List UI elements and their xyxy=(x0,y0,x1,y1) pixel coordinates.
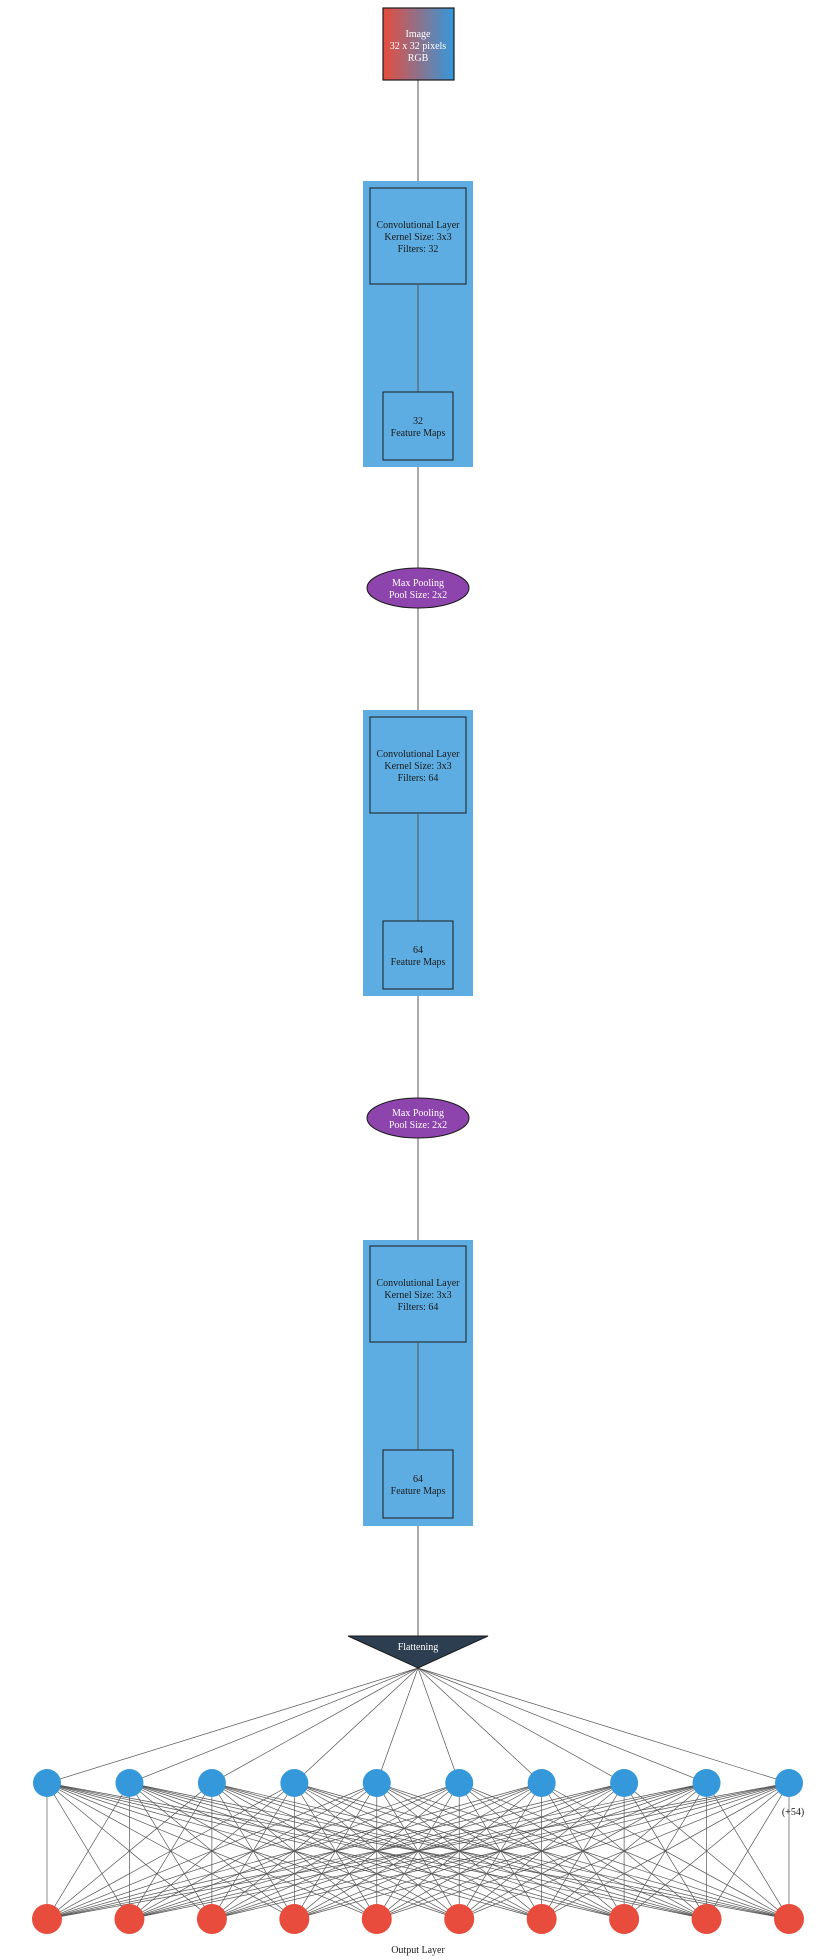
dense-node-2 xyxy=(115,1769,144,1797)
conv-layer-3-node xyxy=(369,1245,467,1343)
input-image-box xyxy=(382,7,455,81)
output-node-1 xyxy=(32,1904,62,1934)
conv-layer-3-title: Convolutional Layer xyxy=(376,1278,460,1289)
flattening-label: Flattening xyxy=(398,1642,439,1653)
conv-layer-2-kernel: Kernel Size: 3x3 xyxy=(384,761,451,772)
output-node-9 xyxy=(691,1904,722,1934)
dense-to-output-edge xyxy=(541,1782,790,1920)
feature-maps-2-label: Feature Maps xyxy=(391,957,446,968)
flatten-to-dense-edge xyxy=(417,1667,707,1784)
dense-node-5 xyxy=(362,1769,391,1797)
flatten-to-dense-edge xyxy=(376,1667,419,1784)
input-size: 32 x 32 pixels xyxy=(390,41,446,52)
flatten-to-dense-edge xyxy=(417,1667,460,1784)
output-node-7 xyxy=(526,1904,557,1934)
max-pooling-2-node: Max Pooling Pool Size: 2x2 xyxy=(366,1097,470,1139)
dense-more-count-label: (+54) xyxy=(782,1807,804,1818)
dense-to-output-edge xyxy=(46,1782,460,1920)
output-node-5 xyxy=(361,1904,392,1934)
dense-to-output-edge xyxy=(46,1782,295,1920)
conv-layer-1-filters: Filters: 32 xyxy=(398,244,439,255)
max-pooling-1-ellipse xyxy=(366,567,470,609)
conv-layer-1-kernel: Kernel Size: 3x3 xyxy=(384,232,451,243)
dense-to-output-edge xyxy=(376,1782,790,1920)
dense-to-output-edge xyxy=(623,1782,790,1920)
output-node-10 xyxy=(774,1904,804,1934)
dense-node-7 xyxy=(527,1769,556,1797)
dense-to-output-edge xyxy=(459,1782,790,1920)
feature-maps-3-node xyxy=(382,1449,454,1519)
flatten-to-dense-edge xyxy=(211,1667,419,1784)
output-layer xyxy=(32,1904,804,1934)
dense-node-10 xyxy=(775,1769,803,1797)
output-layer-label: Output Layer xyxy=(391,1945,445,1956)
output-node-6 xyxy=(444,1904,475,1934)
dense-to-output-edge xyxy=(46,1782,707,1920)
dense-node-4 xyxy=(280,1769,309,1797)
dense-to-output-edge xyxy=(46,1782,790,1920)
conv-layer-3-filters: Filters: 64 xyxy=(398,1302,439,1313)
output-node-2 xyxy=(114,1904,145,1934)
dense-to-output-edge xyxy=(46,1782,377,1920)
max-pooling-2-size: Pool Size: 2x2 xyxy=(389,1120,447,1131)
max-pooling-1-title: Max Pooling xyxy=(392,578,444,589)
flatten-to-dense-edge xyxy=(417,1667,625,1784)
dense-layer xyxy=(33,1769,803,1797)
dense-node-6 xyxy=(445,1769,474,1797)
flatten-to-dense-edge xyxy=(417,1667,542,1784)
dense-to-output-edge xyxy=(129,1782,790,1920)
conv-block-2: Convolutional Layer Kernel Size: 3x3 Fil… xyxy=(363,710,473,996)
fully-connected-edges xyxy=(46,1667,790,1920)
max-pooling-1-node: Max Pooling Pool Size: 2x2 xyxy=(366,567,470,609)
conv-layer-2-title: Convolutional Layer xyxy=(376,749,460,760)
max-pooling-1-size: Pool Size: 2x2 xyxy=(389,590,447,601)
dense-to-output-edge xyxy=(706,1782,790,1920)
max-pooling-2-title: Max Pooling xyxy=(392,1108,444,1119)
max-pooling-2-ellipse xyxy=(366,1097,470,1139)
feature-maps-3-label: Feature Maps xyxy=(391,1486,446,1497)
output-node-3 xyxy=(196,1904,227,1934)
conv-layer-2-filters: Filters: 64 xyxy=(398,773,439,784)
conv-layer-3-kernel: Kernel Size: 3x3 xyxy=(384,1290,451,1301)
flatten-to-dense-edge xyxy=(294,1667,419,1784)
feature-maps-1-node xyxy=(382,391,454,461)
dense-to-output-edge xyxy=(294,1782,790,1920)
conv-block-1: Convolutional Layer Kernel Size: 3x3 Fil… xyxy=(363,181,473,467)
output-node-4 xyxy=(279,1904,310,1934)
dense-to-output-edge xyxy=(46,1782,625,1920)
conv-layer-1-node xyxy=(369,187,467,285)
flatten-to-dense-edge xyxy=(129,1667,419,1784)
feature-maps-3-count: 64 xyxy=(413,1474,423,1485)
dense-to-output-edge xyxy=(46,1782,130,1920)
dense-node-9 xyxy=(692,1769,721,1797)
dense-node-8 xyxy=(610,1769,639,1797)
conv-layer-1-title: Convolutional Layer xyxy=(376,220,460,231)
conv-layer-2-node xyxy=(369,716,467,814)
flattening-triangle xyxy=(347,1635,489,1669)
dense-to-output-edge xyxy=(46,1782,542,1920)
conv-block-3: Convolutional Layer Kernel Size: 3x3 Fil… xyxy=(363,1240,473,1526)
feature-maps-2-node xyxy=(382,920,454,990)
dense-to-output-edge xyxy=(46,1782,213,1920)
flatten-to-dense-edge xyxy=(417,1667,790,1784)
feature-maps-2-count: 64 xyxy=(413,945,423,956)
input-channels: RGB xyxy=(408,53,429,64)
dense-node-1 xyxy=(33,1769,61,1797)
input-image-node: Image 32 x 32 pixels RGB xyxy=(382,7,455,81)
feature-maps-1-label: Feature Maps xyxy=(391,428,446,439)
flatten-to-dense-edge xyxy=(46,1667,419,1784)
feature-maps-1-count: 32 xyxy=(413,416,423,427)
input-title: Image xyxy=(406,29,432,40)
dense-to-output-edge xyxy=(211,1782,790,1920)
dense-node-3 xyxy=(197,1769,226,1797)
flattening-node: Flattening xyxy=(347,1635,489,1669)
output-node-8 xyxy=(609,1904,640,1934)
